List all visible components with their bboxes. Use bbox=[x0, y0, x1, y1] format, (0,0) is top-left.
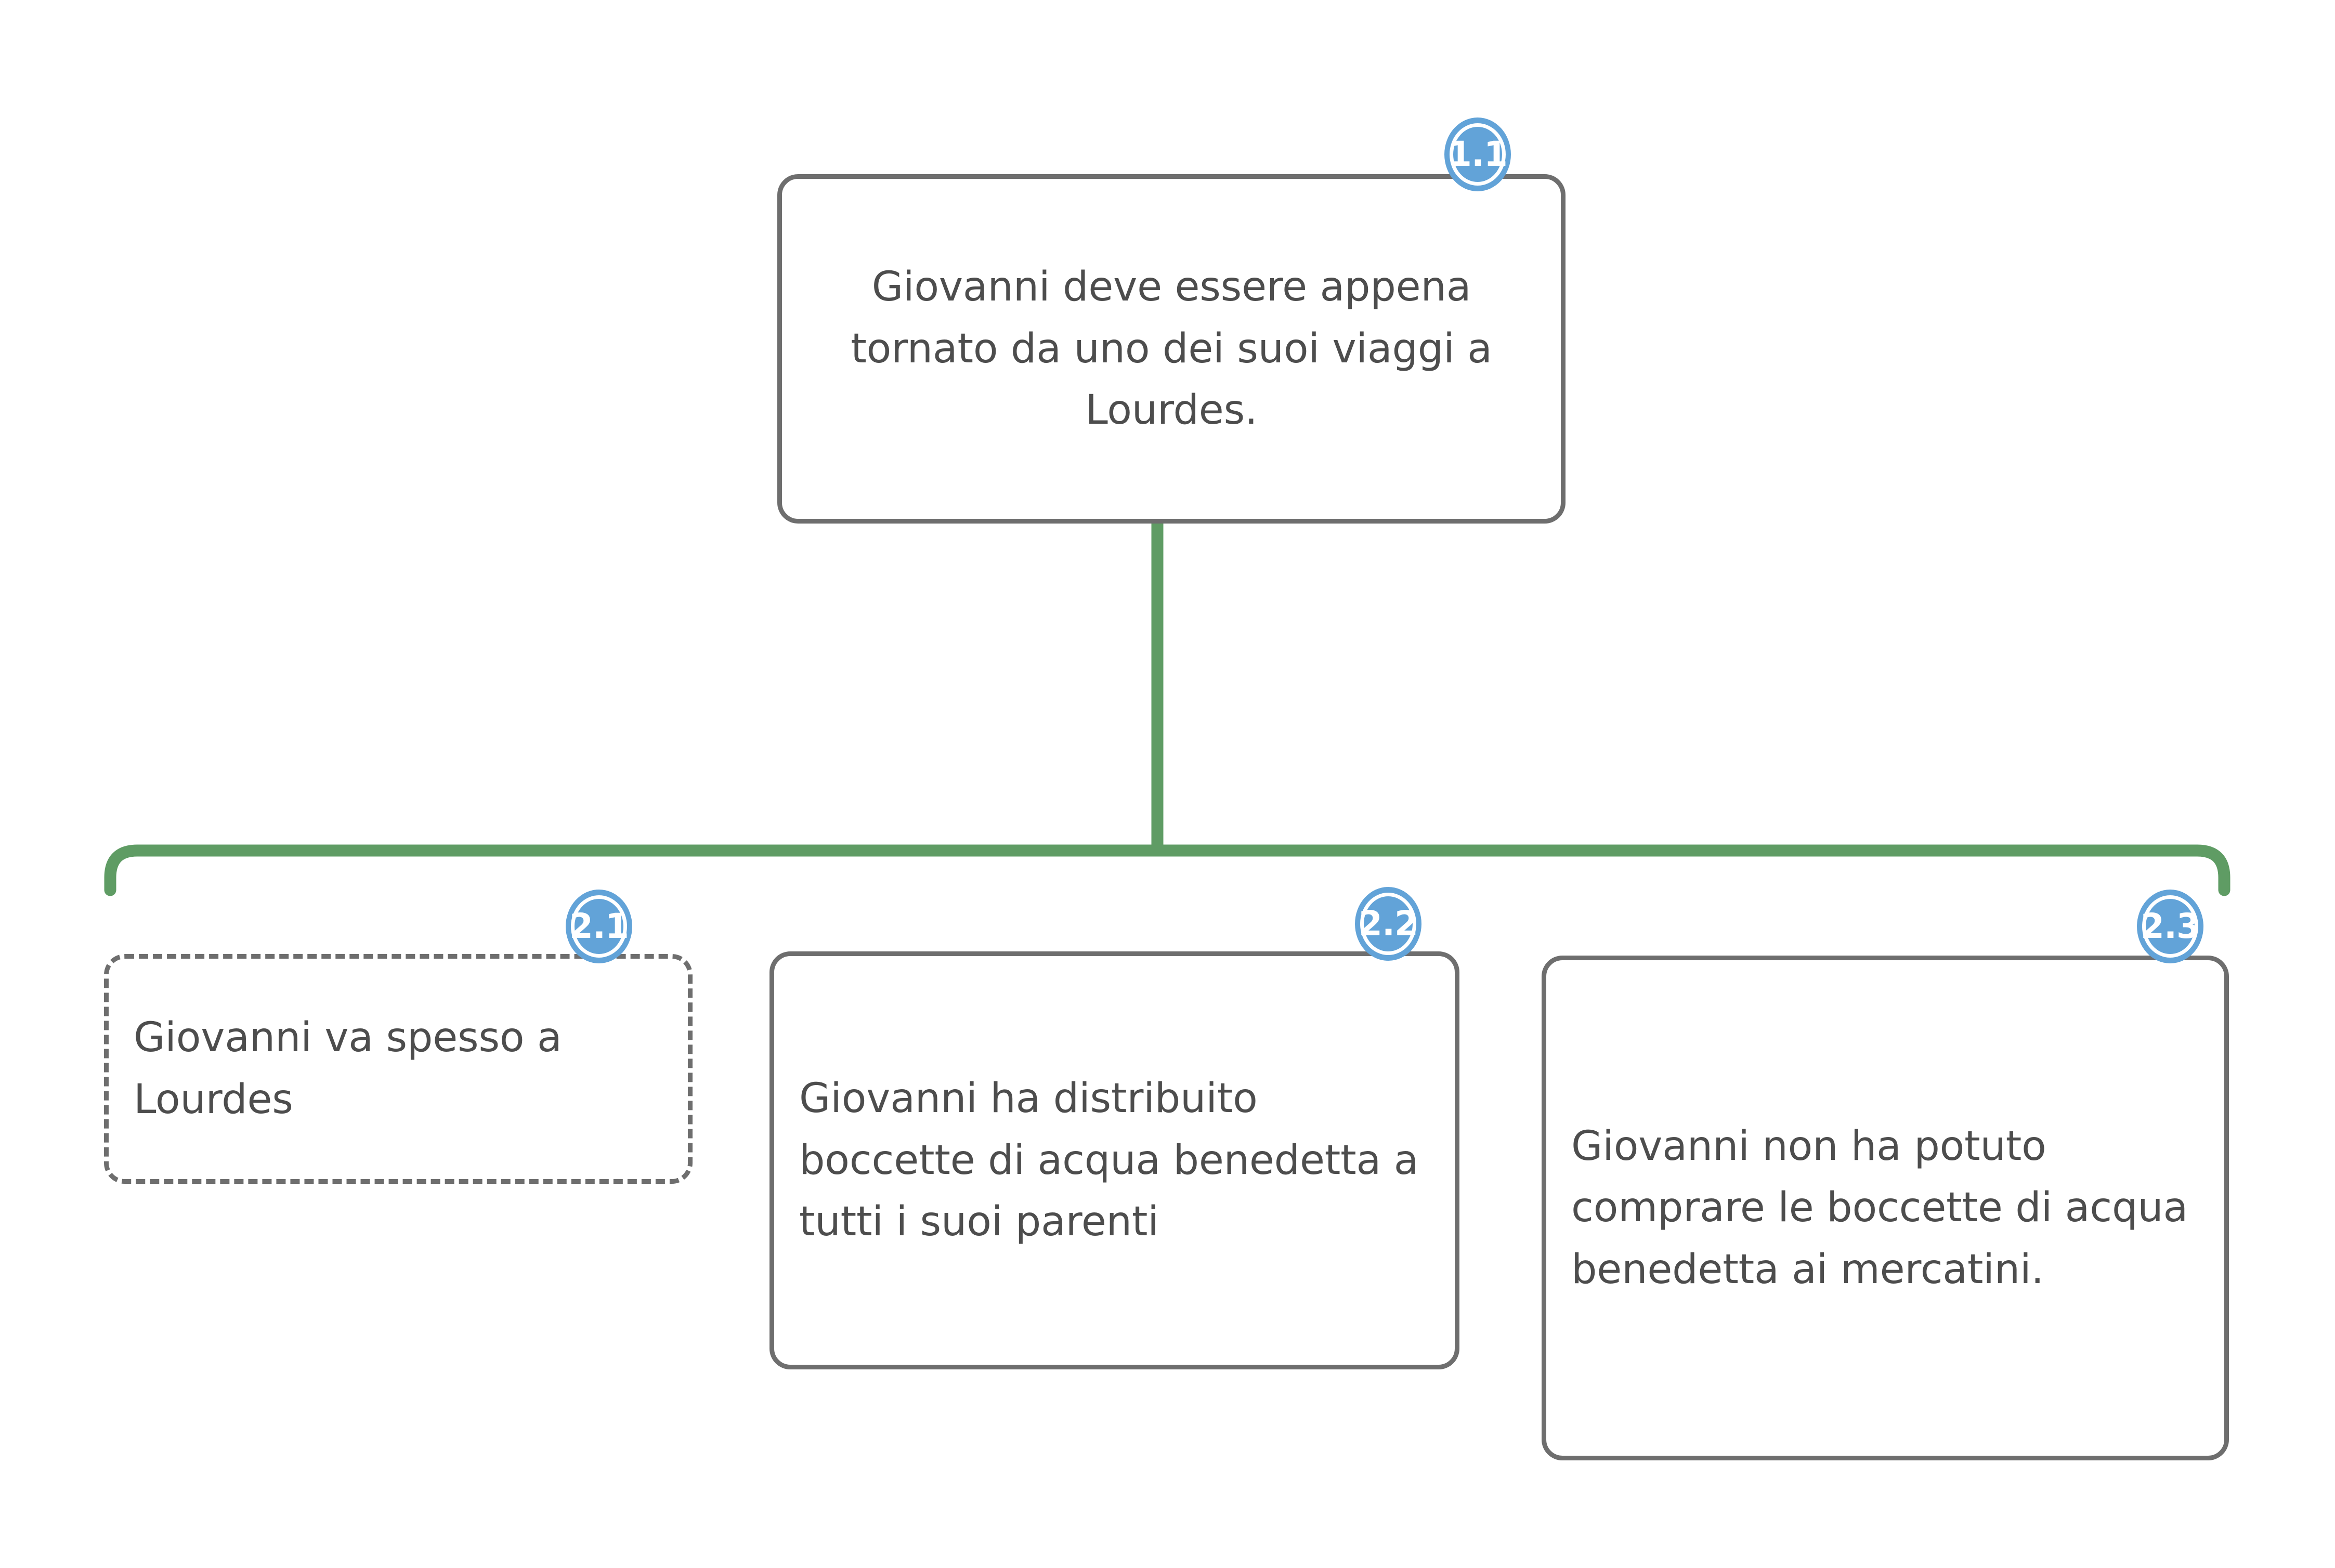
badge-2-3[interactable]: 2.3 bbox=[2137, 890, 2203, 963]
node-1-1[interactable]: Giovanni deve essere appena tornato da u… bbox=[777, 174, 1566, 524]
badge-2-3-label: 2.3 bbox=[2141, 906, 2200, 946]
badge-2-1-label: 2.1 bbox=[569, 906, 629, 946]
badge-1-1-label: 1.1 bbox=[1448, 134, 1508, 174]
badge-ring-icon bbox=[1450, 123, 1506, 186]
badge-2-2-label: 2.2 bbox=[1359, 904, 1418, 944]
badge-ring-icon bbox=[2142, 895, 2198, 958]
node-2-1[interactable]: Giovanni va spesso a Lourdes bbox=[104, 954, 693, 1184]
node-2-3-text: Giovanni non ha potuto comprare le bocce… bbox=[1571, 1122, 2188, 1293]
badge-1-1[interactable]: 1.1 bbox=[1444, 117, 1511, 191]
edge-bus-to-children bbox=[104, 844, 2230, 896]
node-2-2-text: Giovanni ha distribuito boccette di acqu… bbox=[799, 1075, 1419, 1246]
badge-ring-icon bbox=[1360, 893, 1416, 955]
badge-ring-icon bbox=[571, 895, 627, 958]
node-2-2[interactable]: Giovanni ha distribuito boccette di acqu… bbox=[769, 951, 1459, 1369]
badge-2-1[interactable]: 2.1 bbox=[566, 890, 632, 963]
badge-2-2[interactable]: 2.2 bbox=[1355, 887, 1421, 961]
node-2-1-text: Giovanni va spesso a Lourdes bbox=[134, 1014, 562, 1123]
node-1-1-text: Giovanni deve essere appena tornato da u… bbox=[851, 264, 1492, 434]
node-2-3[interactable]: Giovanni non ha potuto comprare le bocce… bbox=[1542, 956, 2229, 1460]
